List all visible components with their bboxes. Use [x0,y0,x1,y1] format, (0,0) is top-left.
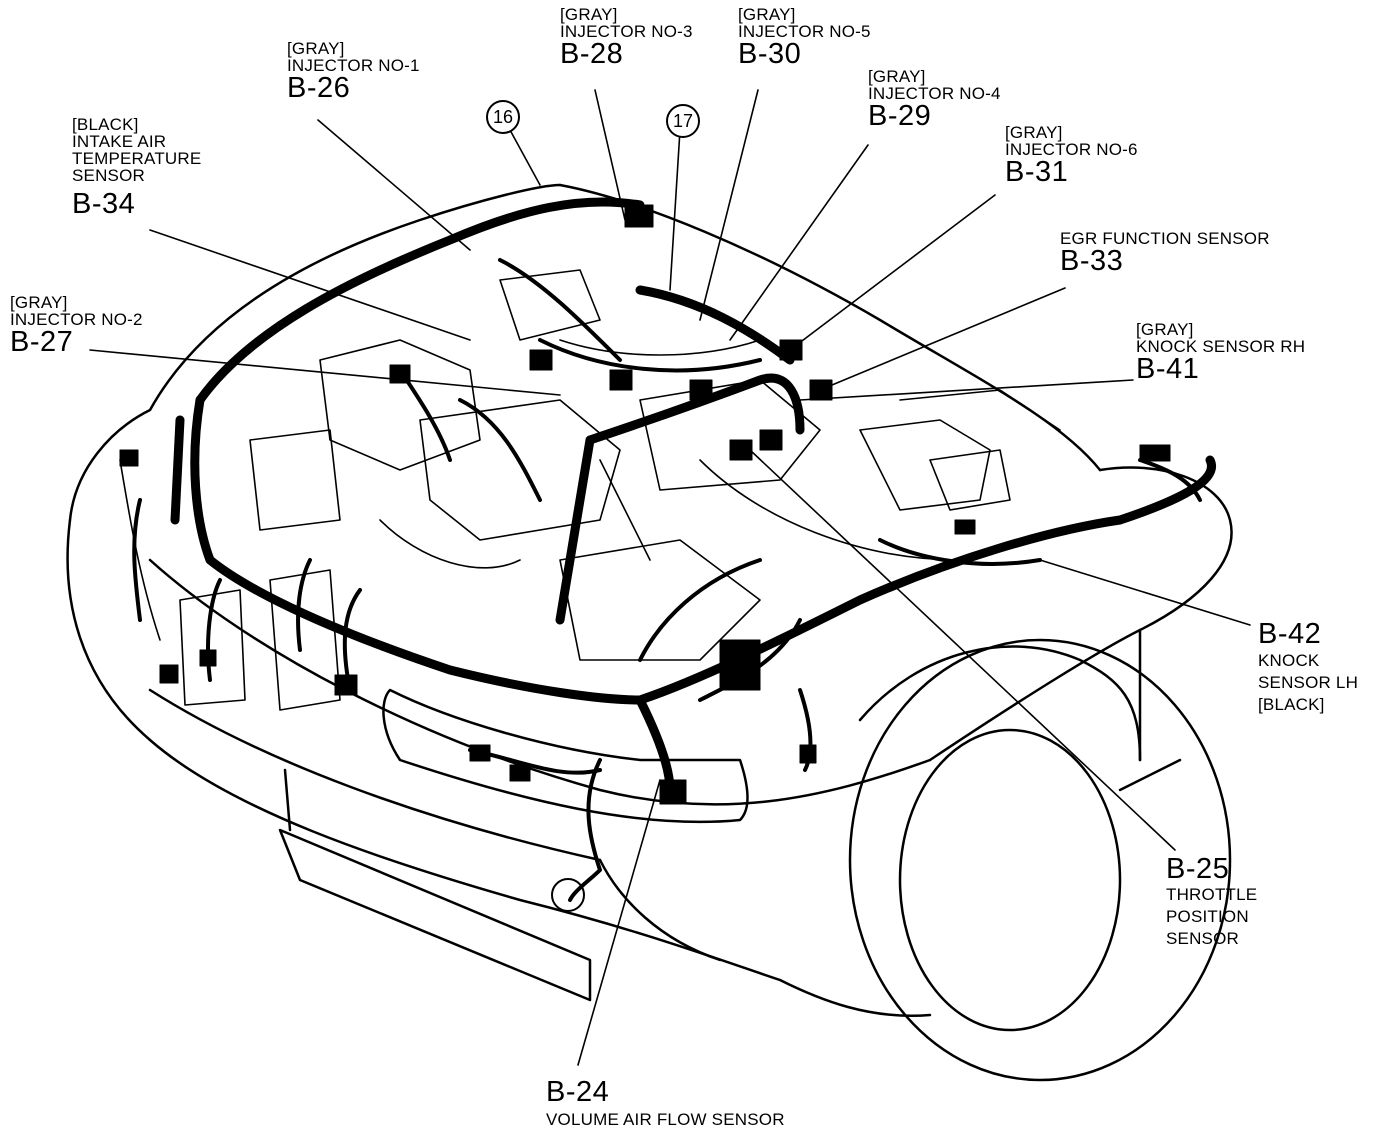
callout-b26-code: B-26 [287,72,351,104]
circled-ref-16: 16 [486,100,520,134]
callout-b29: [GRAY] INJECTOR NO-4 B-29 [868,68,1001,131]
callout-b34: [BLACK] INTAKE AIR TEMPERATURE SENSOR B-… [72,116,201,219]
callout-b24: B-24 VOLUME AIR FLOW SENSOR [546,1076,785,1129]
callout-b42-line2: SENSOR LH [1258,673,1359,692]
callout-b24-code: B-24 [546,1076,610,1108]
callout-b25-line3: SENSOR [1166,929,1239,948]
callout-b31-line1: [GRAY] [1005,123,1063,142]
wiring-harness [170,197,1216,795]
callout-b25-line1: THROTTLE [1166,885,1258,904]
callout-b24-line1: VOLUME AIR FLOW SENSOR [546,1110,785,1129]
callout-b34-code: B-34 [72,188,136,220]
callout-b28: [GRAY] INJECTOR NO-3 B-28 [560,6,693,69]
callout-b34-line4: SENSOR [72,166,145,185]
callout-b33-code: B-33 [1060,245,1124,277]
callout-b29-code: B-29 [868,100,932,132]
callout-b30-code: B-30 [738,38,802,70]
callout-b42-line1: KNOCK [1258,651,1320,670]
circled-ref-17: 17 [666,104,700,138]
callout-b29-line2: INJECTOR NO-4 [868,84,1001,103]
callout-b31: [GRAY] INJECTOR NO-6 B-31 [1005,124,1138,187]
leader-lines [89,89,1251,1066]
callout-b34-line3: TEMPERATURE [72,149,202,168]
callout-b25-code: B-25 [1166,853,1230,885]
callout-b28-line1: [GRAY] [560,5,618,24]
callout-b26-line2: INJECTOR NO-1 [287,56,420,75]
callout-b28-line2: INJECTOR NO-3 [560,22,693,41]
engine-components [119,269,1061,711]
car-body [66,183,1233,1082]
callout-b31-code: B-31 [1005,156,1069,188]
callout-b29-line1: [GRAY] [868,67,926,86]
callout-b42: B-42 KNOCK SENSOR LH [BLACK] [1258,618,1359,714]
callout-b41-line1: [GRAY] [1136,320,1194,339]
callout-b34-line2: INTAKE AIR [72,132,167,151]
callout-b33-line1: EGR FUNCTION SENSOR [1060,229,1270,248]
callout-b33: EGR FUNCTION SENSOR B-33 [1060,230,1270,276]
callout-b30-line2: INJECTOR NO-5 [738,22,871,41]
callout-b27-line2: INJECTOR NO-2 [10,310,143,329]
callout-b30: [GRAY] INJECTOR NO-5 B-30 [738,6,871,69]
callout-b41-code: B-41 [1136,353,1200,385]
callout-b31-line2: INJECTOR NO-6 [1005,140,1138,159]
callout-b27: [GRAY] INJECTOR NO-2 B-27 [10,294,143,357]
callout-b41-line2: KNOCK SENSOR RH [1136,337,1306,356]
callout-b41: [GRAY] KNOCK SENSOR RH B-41 [1136,321,1305,384]
callout-b25-line2: POSITION [1166,907,1249,926]
callout-b26: [GRAY] INJECTOR NO-1 B-26 [287,40,420,103]
connectors [119,204,1171,805]
callout-b42-line3: [BLACK] [1258,695,1325,714]
callout-b27-code: B-27 [10,326,74,358]
callout-b42-code: B-42 [1258,618,1322,650]
callout-b25: B-25 THROTTLE POSITION SENSOR [1166,853,1258,948]
callout-b28-code: B-28 [560,38,624,70]
callout-b34-line1: [BLACK] [72,115,139,134]
callout-b26-line1: [GRAY] [287,39,345,58]
callout-b30-line1: [GRAY] [738,5,796,24]
callout-b27-line1: [GRAY] [10,293,68,312]
